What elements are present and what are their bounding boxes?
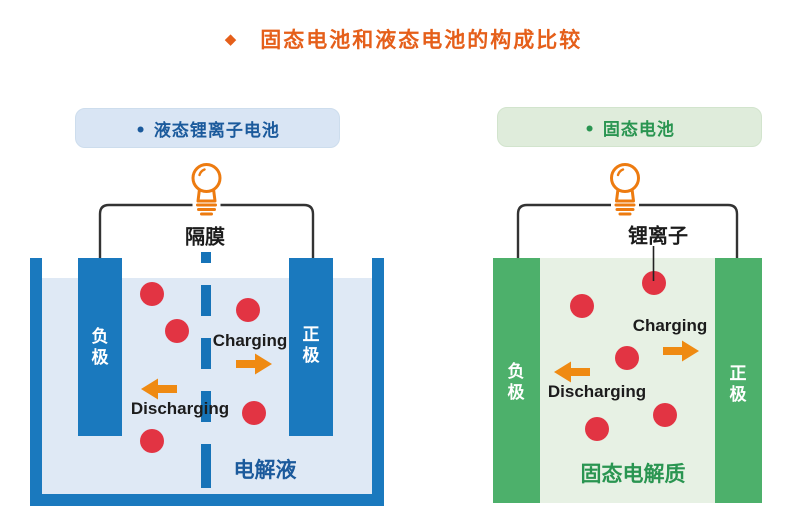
solid-positive-electrode-label: 正 极 <box>729 363 747 405</box>
liquid-positive-electrode-label: 正 极 <box>302 324 320 366</box>
discharging-arrow-left-icon <box>554 361 590 383</box>
charging-label-right: Charging <box>632 316 708 335</box>
lithium-ion-dot <box>570 294 594 318</box>
discharging-label-right: Discharging <box>547 382 647 401</box>
page-title: ◆ 固态电池和液态电池的构成比较 <box>0 24 807 54</box>
lithium-ion-dot <box>165 319 189 343</box>
lightbulb-icon-left <box>191 157 222 221</box>
lithium-ion-dot <box>585 417 609 441</box>
lithium-ion-dot <box>642 271 666 295</box>
lithium-ion-dot <box>140 282 164 306</box>
lithium-ion-dot <box>242 401 266 425</box>
separator-label: 隔膜 <box>185 224 225 249</box>
page-title-text: 固态电池和液态电池的构成比较 <box>260 28 583 52</box>
solid-battery-badge: • 固态电池 <box>497 107 762 147</box>
liquid-negative-electrode-label: 负 极 <box>91 326 109 368</box>
solid-battery-badge-label: • 固态电池 <box>584 119 675 140</box>
solid-negative-electrode-label: 负 极 <box>507 361 525 403</box>
lithium-ion-dot <box>653 403 677 427</box>
lithium-ion-dot <box>615 346 639 370</box>
charging-arrow-right-icon <box>236 353 272 375</box>
solid-positive-electrode <box>715 258 762 503</box>
discharging-label-left: Discharging <box>130 399 230 418</box>
container-wall-left <box>30 258 42 506</box>
liquid-battery-badge: • 液态锂离子电池 <box>75 108 340 148</box>
liquid-negative-electrode <box>78 258 122 436</box>
liquid-positive-electrode <box>289 258 333 436</box>
diamond-bullet-icon: ◆ <box>224 30 237 48</box>
lithium-ion-dot <box>236 298 260 322</box>
solid-negative-electrode <box>493 258 540 503</box>
container-wall-bottom <box>30 494 384 506</box>
separator-membrane <box>201 252 211 488</box>
lightbulb-icon-right <box>609 157 641 221</box>
container-wall-right <box>372 258 384 506</box>
discharging-arrow-left-icon <box>141 378 177 400</box>
liquid-battery-badge-label: • 液态锂离子电池 <box>135 120 280 141</box>
charging-arrow-right-icon <box>663 340 699 362</box>
lithium-ion-label: 锂离子 <box>628 223 688 248</box>
charging-label-left: Charging <box>212 331 288 350</box>
solid-electrolyte-label: 固态电解质 <box>580 462 686 486</box>
liquid-electrolyte-label: 电解液 <box>233 458 297 482</box>
lithium-ion-dot <box>140 429 164 453</box>
